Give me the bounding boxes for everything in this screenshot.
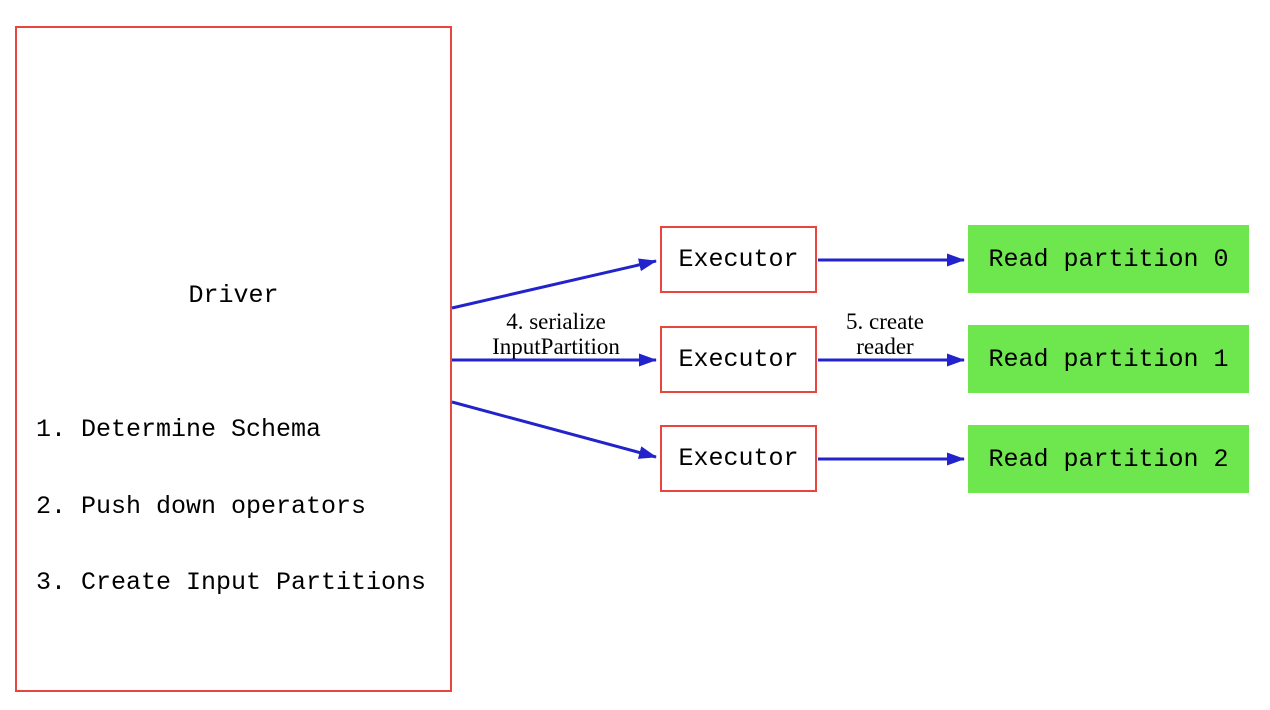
edge-label-create-reader: 5. create reader (800, 309, 970, 359)
executor-box-3: Executor (660, 425, 817, 492)
driver-steps-list: 1. Determine Schema 2. Push down operato… (36, 366, 426, 647)
arrow-driver-to-executor-3 (451, 400, 657, 459)
driver-step-2: 2. Push down operators (36, 491, 367, 521)
driver-step-3: 3. Create Input Partitions (36, 568, 427, 597)
executor-box-1: Executor (660, 226, 817, 293)
edge-label-serialize-line1: 4. serialize (506, 309, 606, 334)
driver-title: Driver (188, 281, 279, 310)
edge-label-serialize-line2: InputPartition (492, 334, 620, 359)
driver-step-1: 1. Determine Schema (36, 415, 322, 444)
edge-label-serialize-inputpartition: 4. serialize InputPartition (466, 309, 646, 359)
read-partition-2-box: Read partition 2 (968, 425, 1249, 493)
edge-label-reader-line1: 5. create (846, 309, 924, 334)
read-partition-0-box: Read partition 0 (968, 225, 1249, 293)
executor-box-2: Executor (660, 326, 817, 393)
read-partition-1-box: Read partition 1 (968, 325, 1249, 393)
edge-label-reader-line2: reader (856, 334, 914, 359)
arrow-driver-to-executor-1 (451, 258, 657, 310)
driver-box: Driver 1. Determine Schema 2. Push down … (15, 26, 452, 692)
